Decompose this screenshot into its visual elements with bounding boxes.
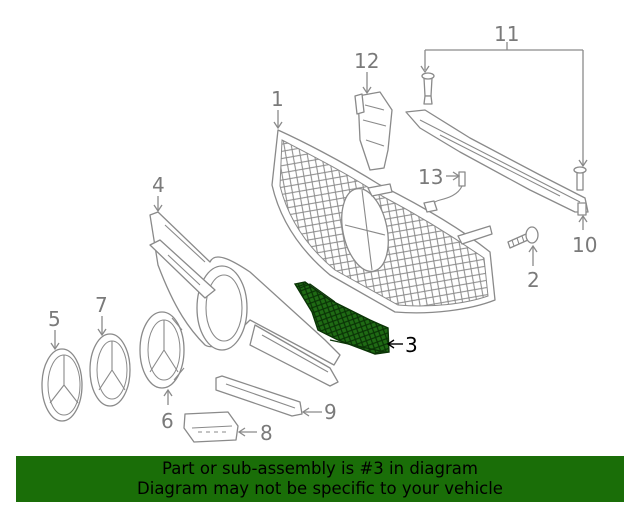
callout-3: 3 [405,333,418,357]
callout-4: 4 [152,173,165,197]
diagram-canvas: 1 2 3 4 5 6 7 8 9 10 11 12 13 [41,22,597,445]
callout-labels: 1 2 3 4 5 6 7 8 9 10 11 12 13 [48,22,597,445]
part-6-emblem-bracket [139,311,185,389]
part-3-lower-grille [293,281,390,355]
leader-lines [50,42,588,437]
callout-5: 5 [48,307,61,331]
part-9-trim-strip [215,375,303,417]
callout-8: 8 [260,421,273,445]
part-7-emblem [89,333,131,407]
part-12-bracket [354,91,393,171]
callout-11: 11 [494,22,519,46]
callout-13: 13 [418,165,443,189]
callout-1: 1 [271,87,284,111]
callout-2: 2 [527,268,540,292]
part-13-sensor [423,171,466,213]
part-8-lamp-block [183,411,239,443]
part-5-star-emblem [41,348,83,422]
banner-line-1: Part or sub-assembly is #3 in diagram [162,459,478,478]
callout-7: 7 [95,293,108,317]
parts-diagram: 1 2 3 4 5 6 7 8 9 10 11 12 13 [41,22,597,445]
part-1-grille [271,129,496,314]
callout-10: 10 [572,233,597,257]
callout-9: 9 [324,400,337,424]
info-banner: Part or sub-assembly is #3 in diagram Di… [16,456,624,502]
callout-6: 6 [161,409,174,433]
part-2-screw [507,226,539,249]
callout-12: 12 [354,49,379,73]
banner-line-2: Diagram may not be specific to your vehi… [137,479,503,498]
part-4-frame [149,211,341,387]
part-11-support-rail [405,72,589,216]
